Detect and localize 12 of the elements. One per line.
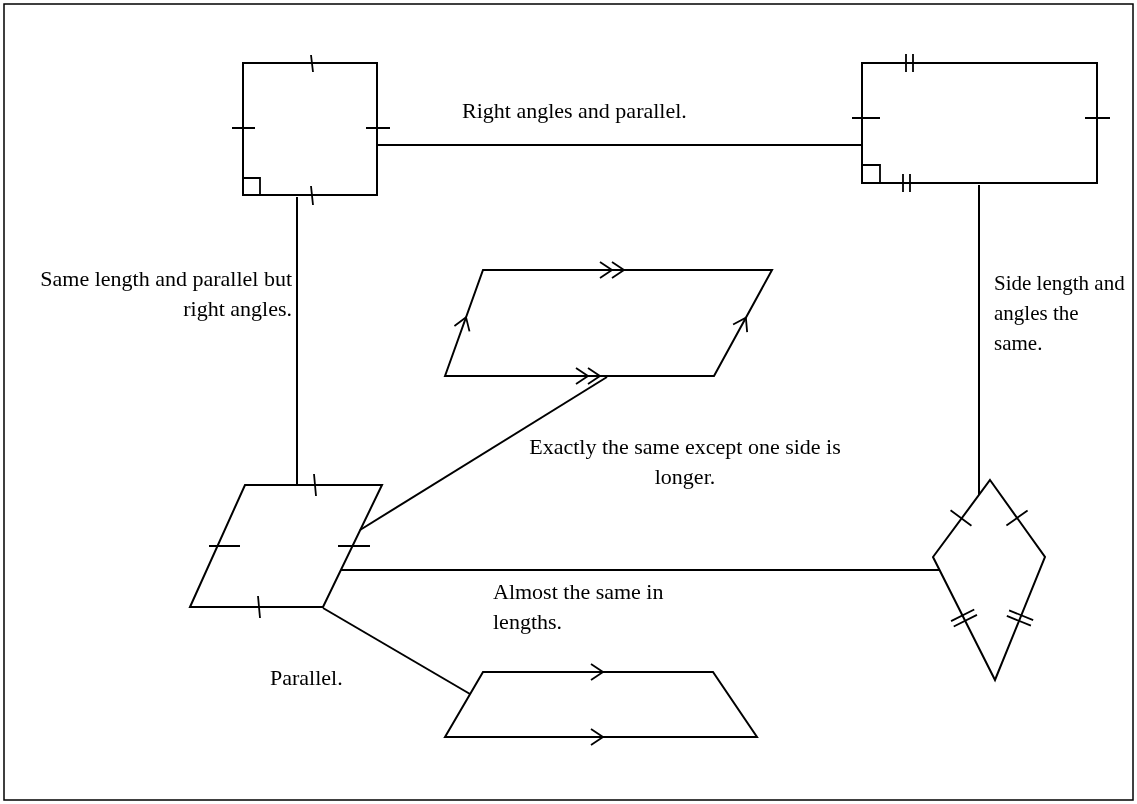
connector-line [359,376,608,531]
connector-line [978,184,980,496]
connector-line [340,569,941,571]
connector-line [296,196,298,486]
connector-line [377,144,862,146]
edge-label: Right angles and parallel. [462,97,688,125]
edge-label: Exactly the same except one side is longer. [528,433,842,491]
connector-line [322,607,471,695]
edge-label: Same length and parallel but right angles. [39,265,292,323]
edge-label: Side length and angles the same. [994,270,1126,357]
edge-label: Parallel. [270,664,344,692]
edge-label: Almost the same in lengths. [493,578,665,636]
